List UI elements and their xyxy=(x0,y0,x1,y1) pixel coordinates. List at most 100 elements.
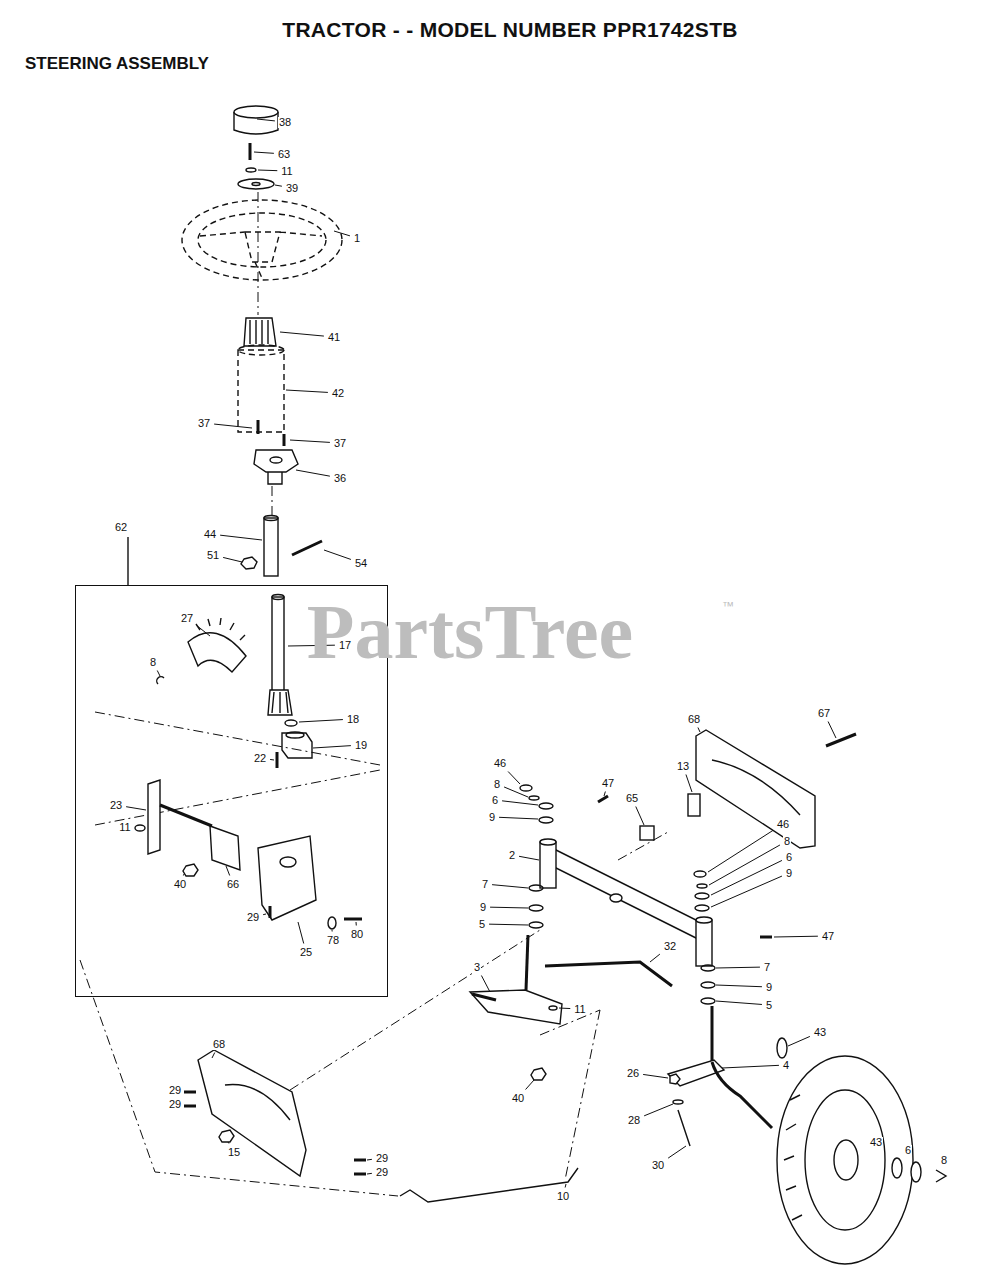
callout-number: 11 xyxy=(118,822,131,833)
bolt xyxy=(283,434,286,446)
plate-slot xyxy=(712,760,800,815)
leader-line xyxy=(332,930,333,932)
callout-number: 1 xyxy=(353,233,361,244)
leader-line xyxy=(711,860,782,895)
plate-slot xyxy=(225,1084,290,1120)
leader-line xyxy=(519,856,539,860)
callout-number: 4 xyxy=(782,1060,790,1071)
leader-line xyxy=(226,866,230,876)
spacer xyxy=(640,826,654,840)
callout-number: 65 xyxy=(625,793,639,804)
callout-number: 7 xyxy=(763,962,771,973)
sector-gear xyxy=(188,633,246,672)
callout-number: 15 xyxy=(227,1147,241,1158)
nut xyxy=(670,1074,680,1084)
tread xyxy=(784,1095,802,1220)
shaft-top xyxy=(272,595,284,600)
cap xyxy=(694,871,706,877)
tube-top xyxy=(696,917,712,923)
bolt xyxy=(826,734,856,746)
leader-line xyxy=(258,170,277,172)
leader-line xyxy=(716,1001,762,1004)
pinion-teeth xyxy=(272,692,288,713)
callout-number: 47 xyxy=(821,931,835,942)
leader-line xyxy=(504,787,528,797)
flange-neck xyxy=(268,472,282,484)
callout-number: 7 xyxy=(481,879,489,890)
section-heading: STEERING ASSEMBLY xyxy=(25,55,209,72)
steering-shaft xyxy=(272,597,284,692)
axle-hole xyxy=(610,894,622,902)
leader-line xyxy=(263,914,266,916)
leader-line xyxy=(296,470,330,476)
washer xyxy=(529,905,543,911)
leader-line xyxy=(644,1104,673,1116)
axle-stub xyxy=(712,1062,772,1128)
axis-line xyxy=(95,712,380,765)
callout-number: 78 xyxy=(326,935,340,946)
leader-line xyxy=(526,1080,534,1090)
callout-number: 29 xyxy=(375,1167,389,1178)
leader-line xyxy=(257,119,275,121)
bolt xyxy=(598,796,608,802)
washer xyxy=(695,905,709,911)
leader-line xyxy=(481,976,490,993)
callout-number: 40 xyxy=(173,879,187,890)
washer xyxy=(328,917,336,929)
leader-line xyxy=(828,722,836,739)
leader-line xyxy=(716,985,762,987)
washer xyxy=(285,720,297,726)
washer xyxy=(701,965,715,971)
callout-number: 8 xyxy=(783,836,791,847)
callout-number: 25 xyxy=(299,947,313,958)
leader-line xyxy=(298,922,304,944)
leader-line xyxy=(254,152,274,153)
wheel-spokes xyxy=(200,232,322,278)
washer xyxy=(135,825,145,831)
washer xyxy=(892,1158,902,1178)
callout-number: 9 xyxy=(488,812,496,823)
leader-line xyxy=(774,936,818,938)
callout-number: 23 xyxy=(109,800,123,811)
leader-line xyxy=(299,720,343,722)
splines xyxy=(250,320,268,344)
bushing xyxy=(210,826,240,870)
washer xyxy=(701,998,715,1004)
callout-number: 42 xyxy=(331,388,345,399)
leader-line xyxy=(711,876,782,907)
callout-number: 38 xyxy=(278,117,292,128)
tube-top xyxy=(238,345,284,355)
pinion xyxy=(268,690,292,715)
flange-hole xyxy=(270,457,282,463)
leader-line xyxy=(492,885,528,888)
assembly-line xyxy=(80,960,398,1196)
callout-number: 3 xyxy=(473,962,481,973)
group-number: 62 xyxy=(114,522,128,533)
washer xyxy=(777,1038,787,1058)
leader-line xyxy=(490,907,528,909)
leader-line xyxy=(508,772,520,785)
cap xyxy=(520,785,532,791)
leader-line xyxy=(356,922,357,926)
washer xyxy=(695,893,709,899)
leader-line xyxy=(334,231,350,236)
callout-number: 10 xyxy=(556,1191,570,1202)
washer xyxy=(673,1100,683,1104)
leader-line xyxy=(708,830,773,872)
gear-teeth xyxy=(196,618,245,640)
leader-line xyxy=(290,440,330,442)
axis-line xyxy=(95,770,380,825)
callout-number: 32 xyxy=(663,941,677,952)
callout-number: 28 xyxy=(627,1115,641,1126)
callout-number: 43 xyxy=(813,1027,827,1038)
leader-line xyxy=(722,1065,779,1068)
leader-line xyxy=(212,1053,215,1059)
callout-number: 29 xyxy=(168,1085,182,1096)
callout-number: 46 xyxy=(493,758,507,769)
leader-line xyxy=(502,801,538,805)
ring xyxy=(697,884,707,888)
pivot-tube xyxy=(696,920,712,966)
leader-line xyxy=(286,390,328,392)
callout-number: 26 xyxy=(626,1068,640,1079)
ring xyxy=(529,796,539,800)
